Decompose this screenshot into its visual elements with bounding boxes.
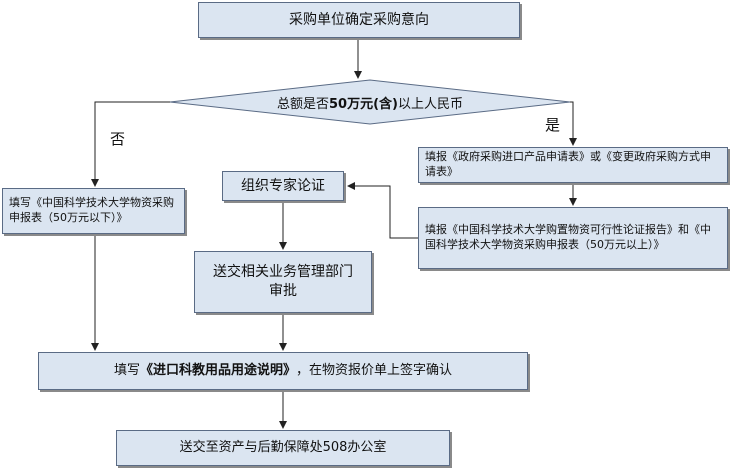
ustc-form-box: 填报《中国科学技术大学购置物资可行性论证报告》和《中国科学技术大学物资采购申报表… <box>418 207 728 269</box>
expert-box: 组织专家论证 <box>222 171 344 201</box>
gov-form-box: 填报《政府采购进口产品申请表》或《变更政府采购方式申请表》 <box>418 147 728 183</box>
decision-bold: 50万元(含) <box>329 96 398 112</box>
arrow-no-branch <box>91 101 170 187</box>
dept-text: 送交相关业务管理部门审批 <box>213 264 353 299</box>
expert-text: 组织专家论证 <box>241 177 325 194</box>
left-form-text: 填写《中国科学技术大学物资采购申报表（50万元以下）》 <box>9 196 174 224</box>
dept-box: 送交相关业务管理部门审批 <box>194 251 372 313</box>
ustc-form-text: 填报《中国科学技术大学购置物资可行性论证报告》和《中国科学技术大学物资采购申报表… <box>425 223 711 251</box>
fill-bold: 《进口科教用品用途说明》 <box>139 363 296 379</box>
start-text: 采购单位确定采购意向 <box>289 11 429 28</box>
fill-box: 填写《进口科教用品用途说明》，在物资报价单上签字确认 <box>38 352 528 390</box>
final-box: 送交至资产与后勤保障处508办公室 <box>116 430 450 466</box>
fill-suffix: ，在物资报价单上签字确认 <box>296 363 453 379</box>
final-text: 送交至资产与后勤保障处508办公室 <box>179 440 387 456</box>
arrow-ustc-to-expert <box>347 182 418 239</box>
decision-prefix: 总额是否 <box>276 96 329 112</box>
fill-prefix: 填写 <box>113 363 140 379</box>
yes-label: 是 <box>545 116 561 134</box>
left-form-box: 填写《中国科学技术大学物资采购申报表（50万元以下）》 <box>2 188 185 234</box>
gov-form-text: 填报《政府采购进口产品申请表》或《变更政府采购方式申请表》 <box>425 150 711 178</box>
start-box: 采购单位确定采购意向 <box>198 2 520 38</box>
arrow-yes-branch <box>569 101 577 146</box>
decision-suffix: 以上人民币 <box>397 96 463 112</box>
no-label: 否 <box>110 130 126 148</box>
